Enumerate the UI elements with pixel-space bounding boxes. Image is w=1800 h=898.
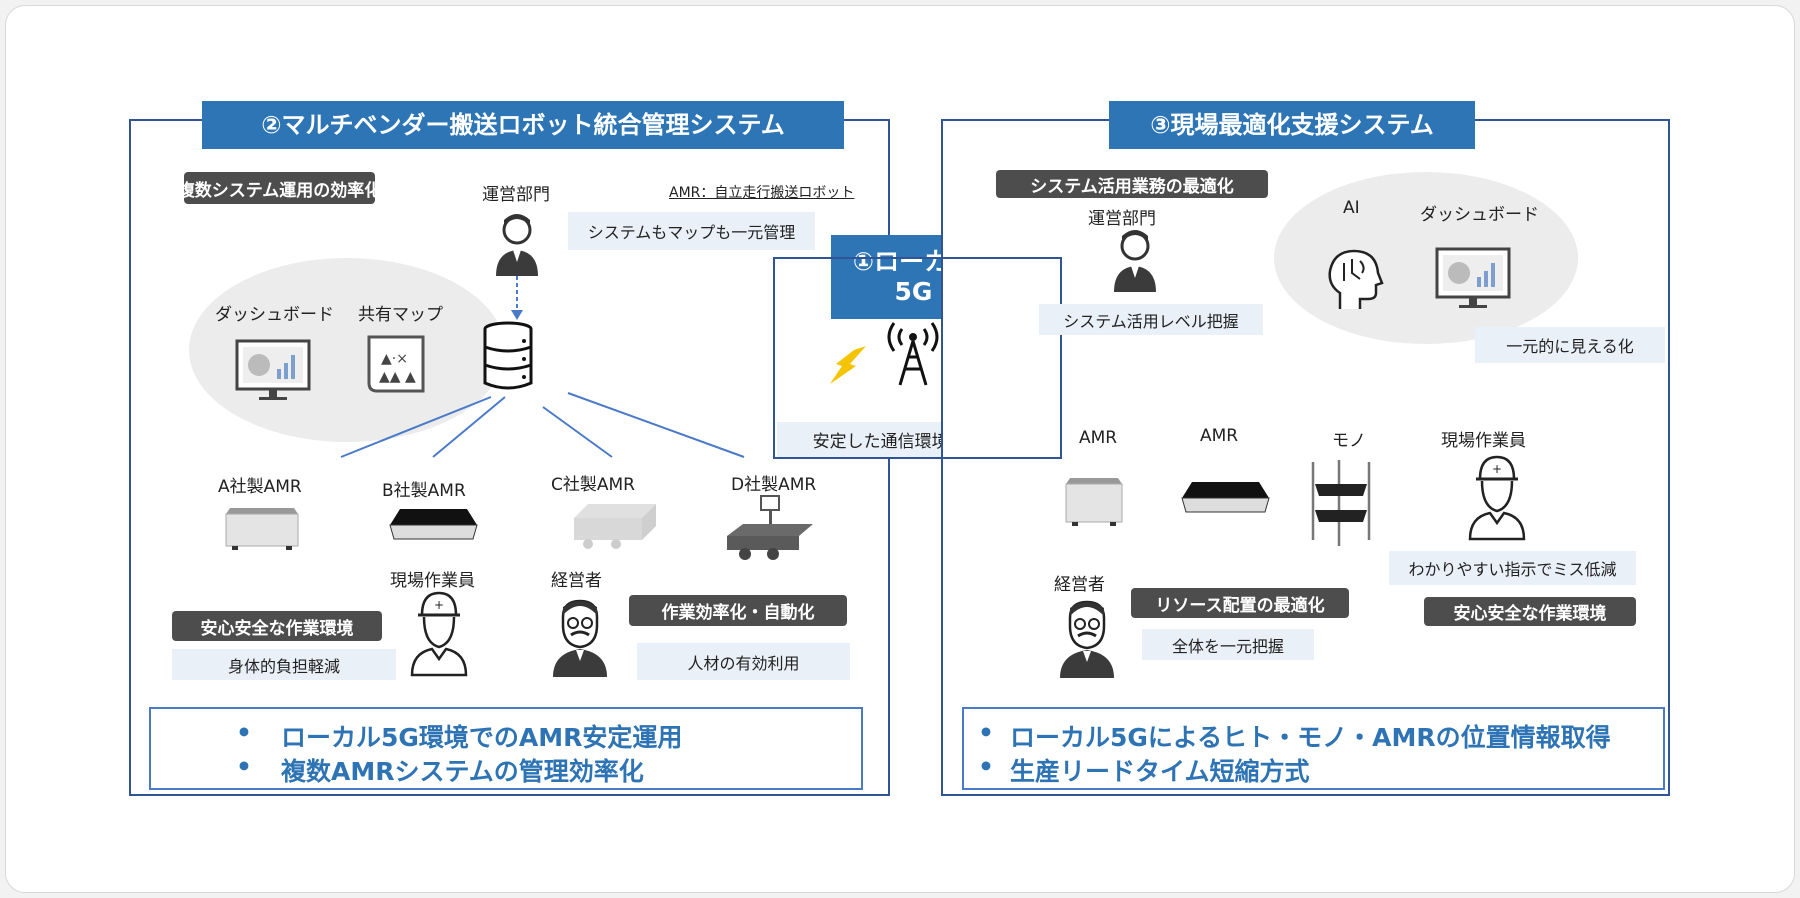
- database-icon: [483, 321, 533, 390]
- ai-brain-icon: [1328, 249, 1384, 309]
- local-5g-panel-border: [773, 257, 1062, 459]
- manager-label: 経営者: [1054, 575, 1105, 595]
- ops-bubble: システムもマップも一元管理: [568, 212, 815, 250]
- left-summary-box: [149, 707, 863, 790]
- amr-target-label: AMR: [1079, 428, 1118, 448]
- shared-map-icon: ▲·× ▲▲ ▲: [367, 335, 425, 393]
- goods-target-label: モノ: [1332, 431, 1366, 451]
- worker-target-label: 現場作業員: [1441, 431, 1526, 451]
- svg-text:+: +: [1492, 462, 1502, 476]
- overview-bubble: 全体を一元把握: [1142, 629, 1314, 660]
- dashboard-label: ダッシュボード: [215, 305, 334, 325]
- amr-box-robot-icon: [1065, 478, 1123, 526]
- amr-b-label: B社製AMR: [382, 481, 466, 501]
- instruction-bubble: わかりやすい指示でミス低減: [1389, 551, 1636, 585]
- manager-icon: [553, 599, 607, 677]
- amr-scale-robot-icon: [727, 495, 813, 560]
- ops-dept-label: 運営部門: [482, 185, 550, 205]
- rack-cart-icon: [1311, 460, 1371, 546]
- svg-text:▲▲ ▲: ▲▲ ▲: [379, 369, 416, 385]
- left-summary-item: 複数AMRシステムの管理効率化: [281, 757, 644, 786]
- antenna-tower-icon: [887, 322, 939, 386]
- left-summary-item: ローカル5G環境でのAMR安定運用: [281, 723, 683, 752]
- amr-box-robot-icon: [225, 508, 299, 550]
- worker-helmet-icon: +: [1468, 455, 1526, 541]
- right-summary-item: 生産リードタイム短縮方式: [1010, 757, 1310, 786]
- amr-flat-robot-icon: [1181, 482, 1270, 513]
- bullet-dot: •: [236, 752, 252, 781]
- manager-bubble: 人材の有効利用: [637, 643, 850, 680]
- safety-tag: 安心安全な作業環境: [172, 611, 382, 641]
- dashboard-monitor-icon: [1435, 247, 1511, 308]
- person-icon: [496, 214, 538, 276]
- worker-bubble: 身体的負担軽減: [172, 649, 396, 680]
- svg-text:+: +: [434, 598, 444, 612]
- right-summary-box: [962, 707, 1665, 790]
- bullet-dot: •: [236, 718, 252, 747]
- ops-optimization-tag: システム活用業務の最適化: [996, 170, 1268, 198]
- amr-target-label: AMR: [1200, 426, 1239, 446]
- bullet-dot: •: [978, 718, 994, 747]
- dashboard-label: ダッシュボード: [1420, 205, 1539, 225]
- site-optimization-title: ③現場最適化支援システム: [1109, 101, 1475, 149]
- amr-a-label: A社製AMR: [218, 477, 302, 497]
- safety-tag: 安心安全な作業環境: [1424, 597, 1636, 626]
- amr-note: AMR：自立走行搬送ロボット: [669, 185, 855, 201]
- manager-icon: [1060, 600, 1114, 678]
- dashboard-monitor-icon: [235, 339, 311, 400]
- amr-d-label: D社製AMR: [731, 475, 817, 495]
- automation-tag: 作業効率化・自動化: [629, 595, 847, 626]
- multivendor-system-title: ②マルチベンダー搬送ロボット統合管理システム: [202, 101, 844, 149]
- worker-helmet-icon: +: [410, 591, 468, 677]
- svg-text:▲·×: ▲·×: [381, 351, 408, 367]
- local-5g-title-line2: 5G: [894, 277, 933, 306]
- shared-map-label: 共有マップ: [358, 305, 443, 325]
- person-icon: [1114, 230, 1156, 292]
- ai-dashboard-bubble: [1274, 172, 1578, 344]
- lightning-icon: [830, 346, 866, 384]
- visualization-bubble: 一元的に見える化: [1475, 327, 1665, 363]
- ops-dept-label: 運営部門: [1088, 209, 1156, 229]
- db-to-amr-lines: [340, 392, 745, 458]
- amr-flat-robot-icon: [389, 509, 478, 540]
- efficiency-tag: 複数システム運用の効率化: [178, 172, 381, 204]
- manager-label: 経営者: [551, 571, 602, 591]
- worker-label: 現場作業員: [390, 571, 475, 591]
- ai-label: AI: [1343, 198, 1360, 218]
- bullet-dot: •: [978, 752, 994, 781]
- amr-c-label: C社製AMR: [551, 475, 635, 495]
- right-summary-item: ローカル5Gによるヒト・モノ・AMRの位置情報取得: [1010, 723, 1611, 752]
- ops-level-bubble: システム活用レベル把握: [1039, 304, 1263, 335]
- amr-cart-robot-icon: [574, 504, 656, 549]
- resource-optimization-tag: リソース配置の最適化: [1131, 588, 1349, 618]
